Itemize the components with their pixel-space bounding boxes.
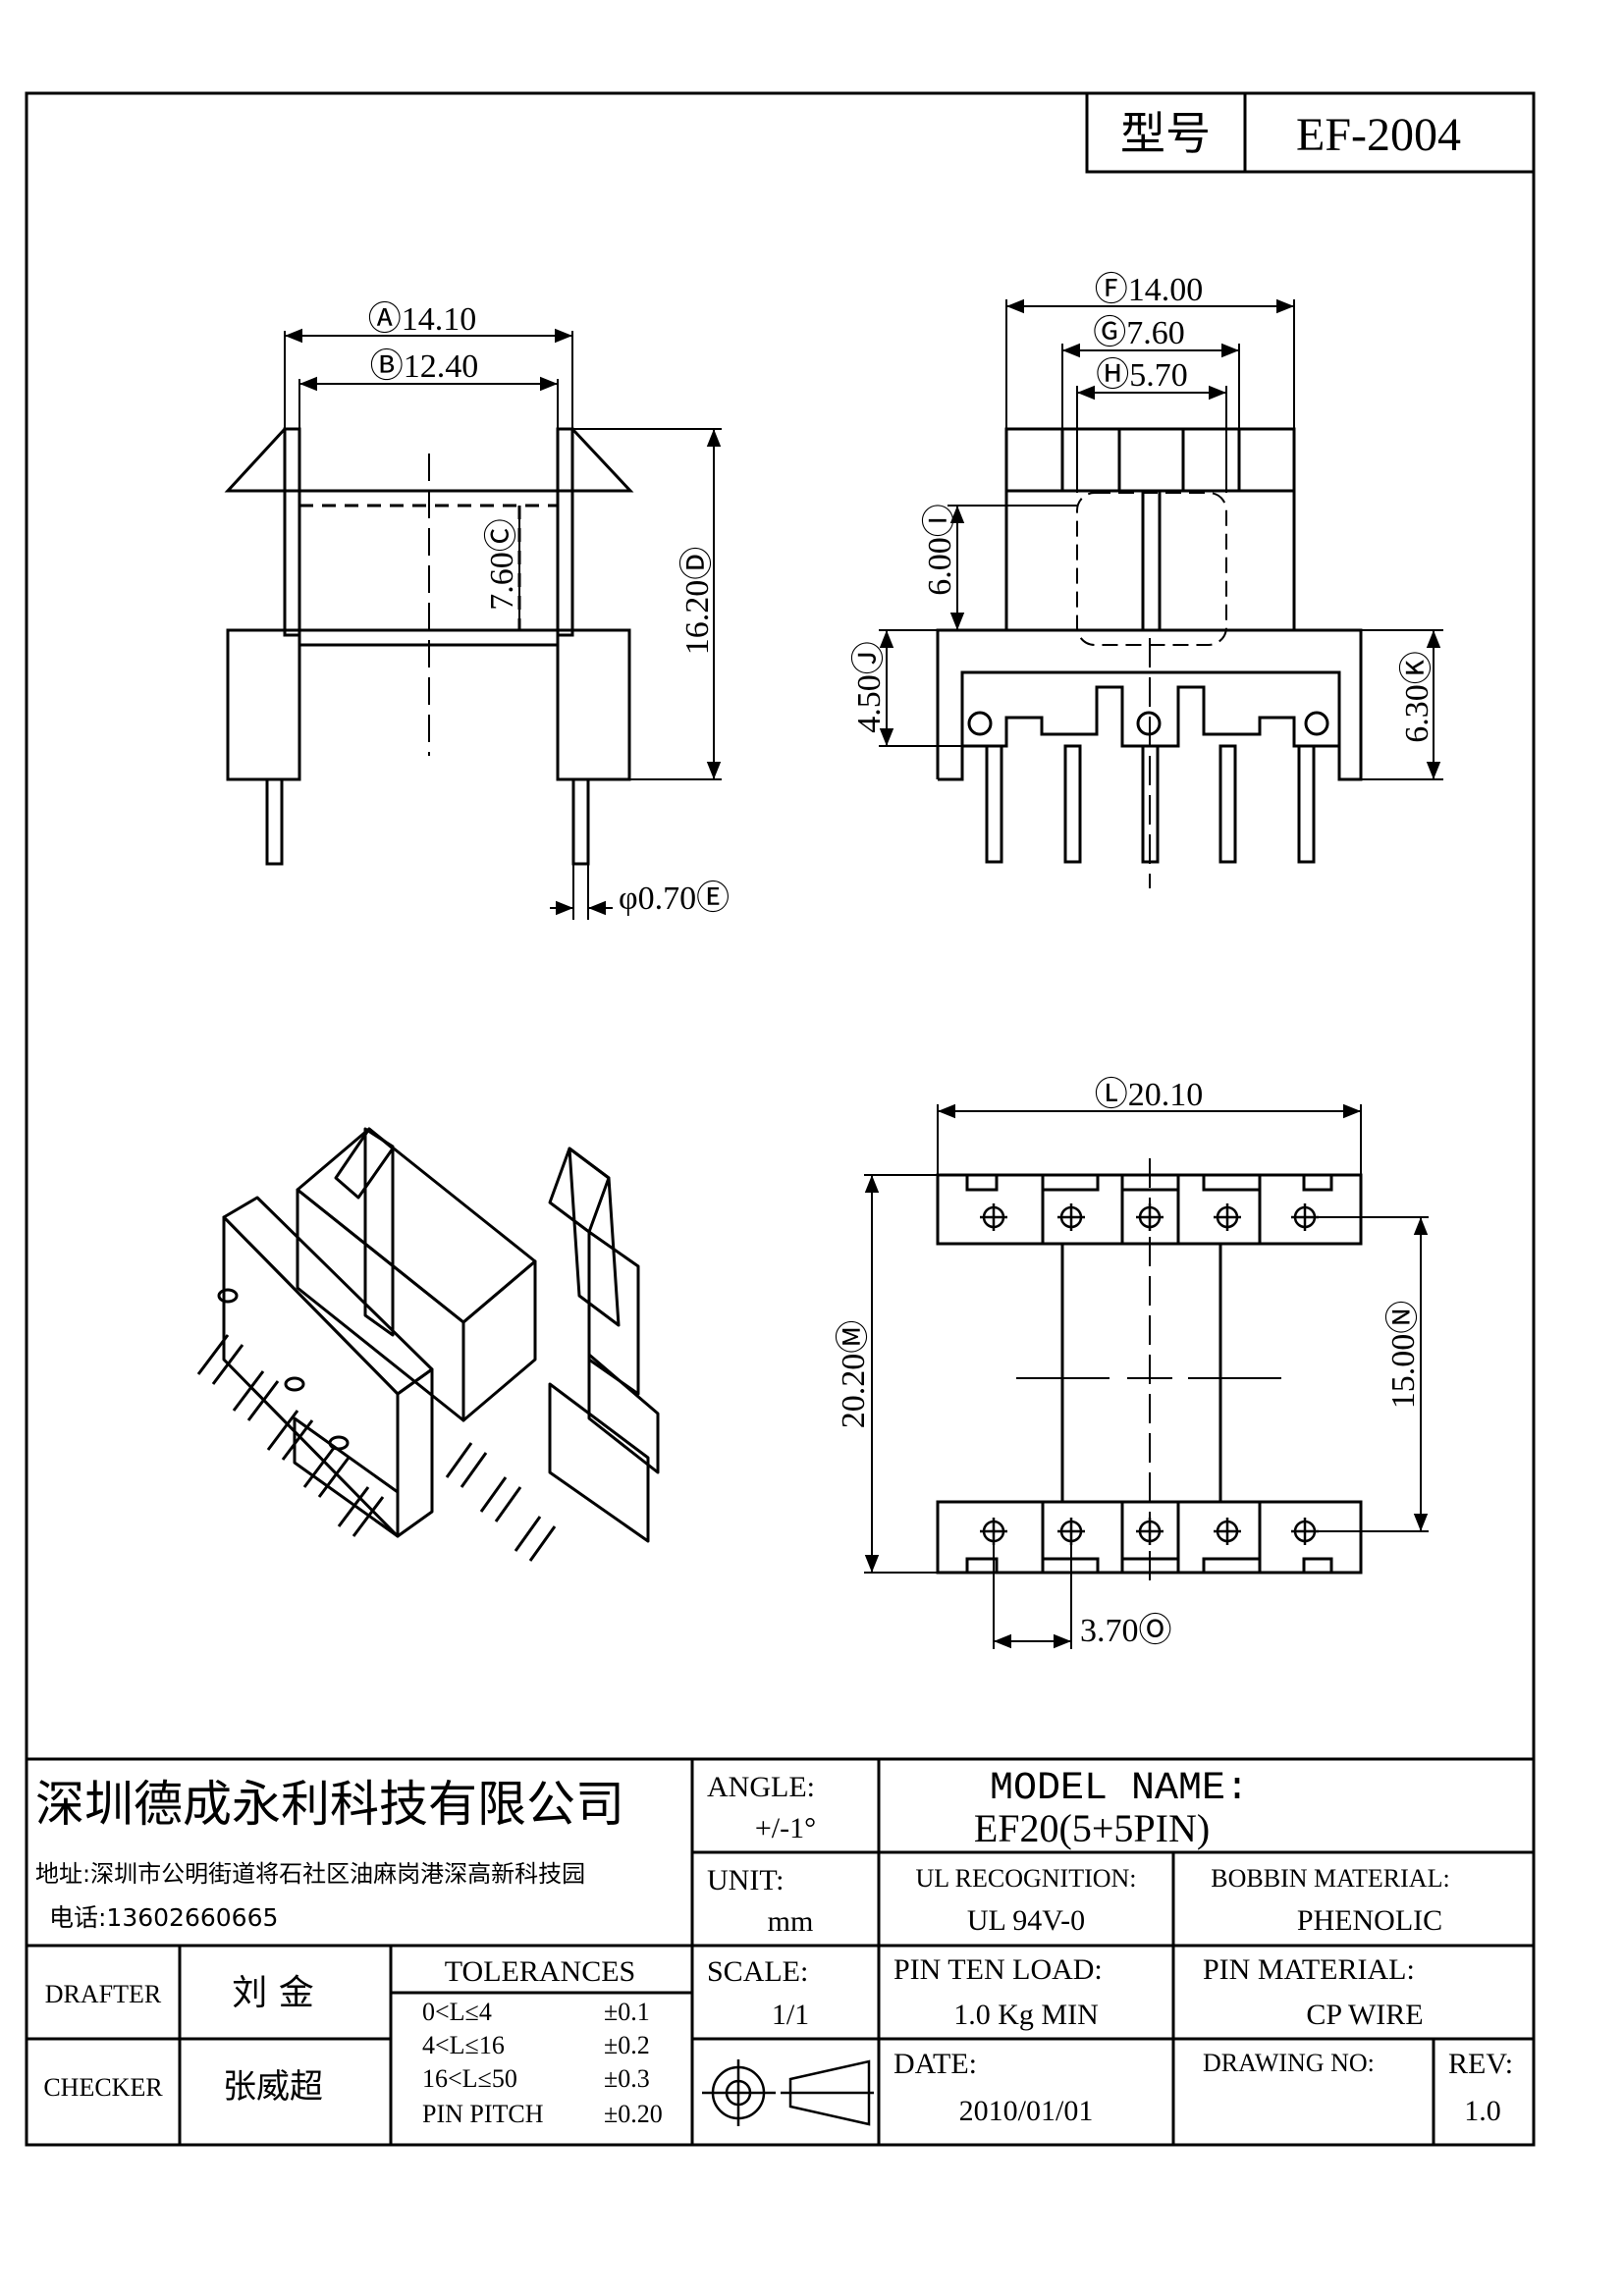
drafter-label: DRAFTER [45, 1980, 162, 2008]
company-name: 深圳德成永利科技有限公司 [35, 1776, 624, 1833]
front-right-plate [556, 427, 574, 637]
company-phone: 电话:13602660665 [49, 1903, 278, 1932]
model-name-label: MODEL NAME: [990, 1767, 1249, 1811]
front-left-plate [283, 427, 301, 637]
front-right-pin [571, 777, 590, 866]
tol-range-1: 0<L≤4 [422, 1998, 492, 2026]
scale-label: SCALE: [707, 1955, 808, 1988]
ul-value: UL 94V-0 [967, 1904, 1085, 1937]
dim-c: 7.60Ⓒ [483, 518, 520, 611]
side-dimensions [879, 298, 1443, 780]
tol-range-4: PIN PITCH [422, 2100, 544, 2128]
side-core-window [1060, 427, 1241, 493]
rev-label: REV: [1448, 2048, 1513, 2080]
tol-range-2: 4<L≤16 [422, 2031, 505, 2059]
bobbin-label: BOBBIN MATERIAL: [1211, 1864, 1449, 1893]
dim-i: 6.00Ⓘ [921, 504, 958, 596]
title-block-grid [25, 1757, 1536, 2147]
bottom-dimensions [864, 1103, 1429, 1649]
unit-label: UNIT: [707, 1864, 785, 1896]
tolerances-label: TOLERANCES [445, 1955, 635, 1988]
dim-o: 3.70Ⓞ [1080, 1612, 1172, 1649]
dim-e: φ0.70Ⓔ [619, 880, 730, 917]
dim-m: 20.20Ⓜ [835, 1320, 872, 1429]
front-left-pin [265, 777, 284, 866]
date-label: DATE: [893, 2048, 977, 2080]
model-header-box: 型号 EF-2004 [1085, 91, 1536, 174]
dim-d: 16.20Ⓓ [678, 547, 716, 656]
tol-value-2: ±0.2 [604, 2031, 650, 2059]
checker-label: CHECKER [43, 2073, 163, 2102]
model-value: EF-2004 [1296, 109, 1461, 161]
front-view [224, 427, 634, 866]
model-name-value: EF20(5+5PIN) [974, 1806, 1210, 1850]
scale-value: 1/1 [772, 1999, 809, 2031]
bobbin-value: PHENOLIC [1297, 1904, 1442, 1937]
drawing-no-label: DRAWING NO: [1203, 2049, 1375, 2077]
side-core-hidden [1076, 492, 1227, 646]
dim-l: Ⓛ20.10 [1095, 1076, 1204, 1113]
checker-value: 张威超 [223, 2067, 323, 2107]
dim-f: Ⓕ14.00 [1095, 271, 1204, 308]
dim-j: 4.50Ⓙ [850, 641, 888, 733]
front-right-base [556, 628, 631, 781]
company-address: 地址:深圳市公明街道将石社区油麻岗港深高新科技园 [35, 1860, 585, 1888]
rev-value: 1.0 [1464, 2095, 1501, 2127]
pin-load-value: 1.0 Kg MIN [953, 1999, 1099, 2031]
date-value: 2010/01/01 [959, 2095, 1094, 2127]
drafter-value: 刘 金 [232, 1973, 313, 2013]
model-label: 型号 [1120, 107, 1211, 160]
pin-load-label: PIN TEN LOAD: [893, 1953, 1103, 1986]
ul-label: UL RECOGNITION: [915, 1864, 1136, 1893]
dim-g: Ⓖ7.60 [1093, 314, 1185, 351]
dim-h: Ⓗ5.70 [1096, 356, 1188, 394]
front-right-flange [556, 427, 634, 493]
front-left-flange [224, 427, 301, 493]
angle-value: +/-1° [755, 1812, 816, 1844]
projection-symbol-icon [702, 2059, 874, 2126]
tol-value-3: ±0.3 [604, 2064, 650, 2093]
pin-material-value: CP WIRE [1306, 1999, 1423, 2031]
side-top-flange [1004, 427, 1296, 632]
tol-value-4: ±0.20 [604, 2100, 663, 2128]
side-view [936, 427, 1363, 888]
isometric-view [196, 1127, 660, 1562]
unit-value: mm [768, 1905, 814, 1938]
tol-range-3: 16<L≤50 [422, 2064, 517, 2093]
front-dimensions [284, 328, 722, 920]
dim-n: 15.00Ⓝ [1384, 1301, 1422, 1410]
bottom-pins [980, 1158, 1319, 1590]
dim-a: Ⓐ14.10 [368, 300, 477, 338]
front-left-base [226, 628, 301, 781]
angle-label: ANGLE: [707, 1771, 815, 1803]
dim-b: Ⓑ12.40 [370, 347, 479, 385]
dim-k: 6.30Ⓚ [1398, 651, 1435, 743]
tol-value-1: ±0.1 [604, 1998, 650, 2026]
pin-material-label: PIN MATERIAL: [1203, 1953, 1415, 1986]
